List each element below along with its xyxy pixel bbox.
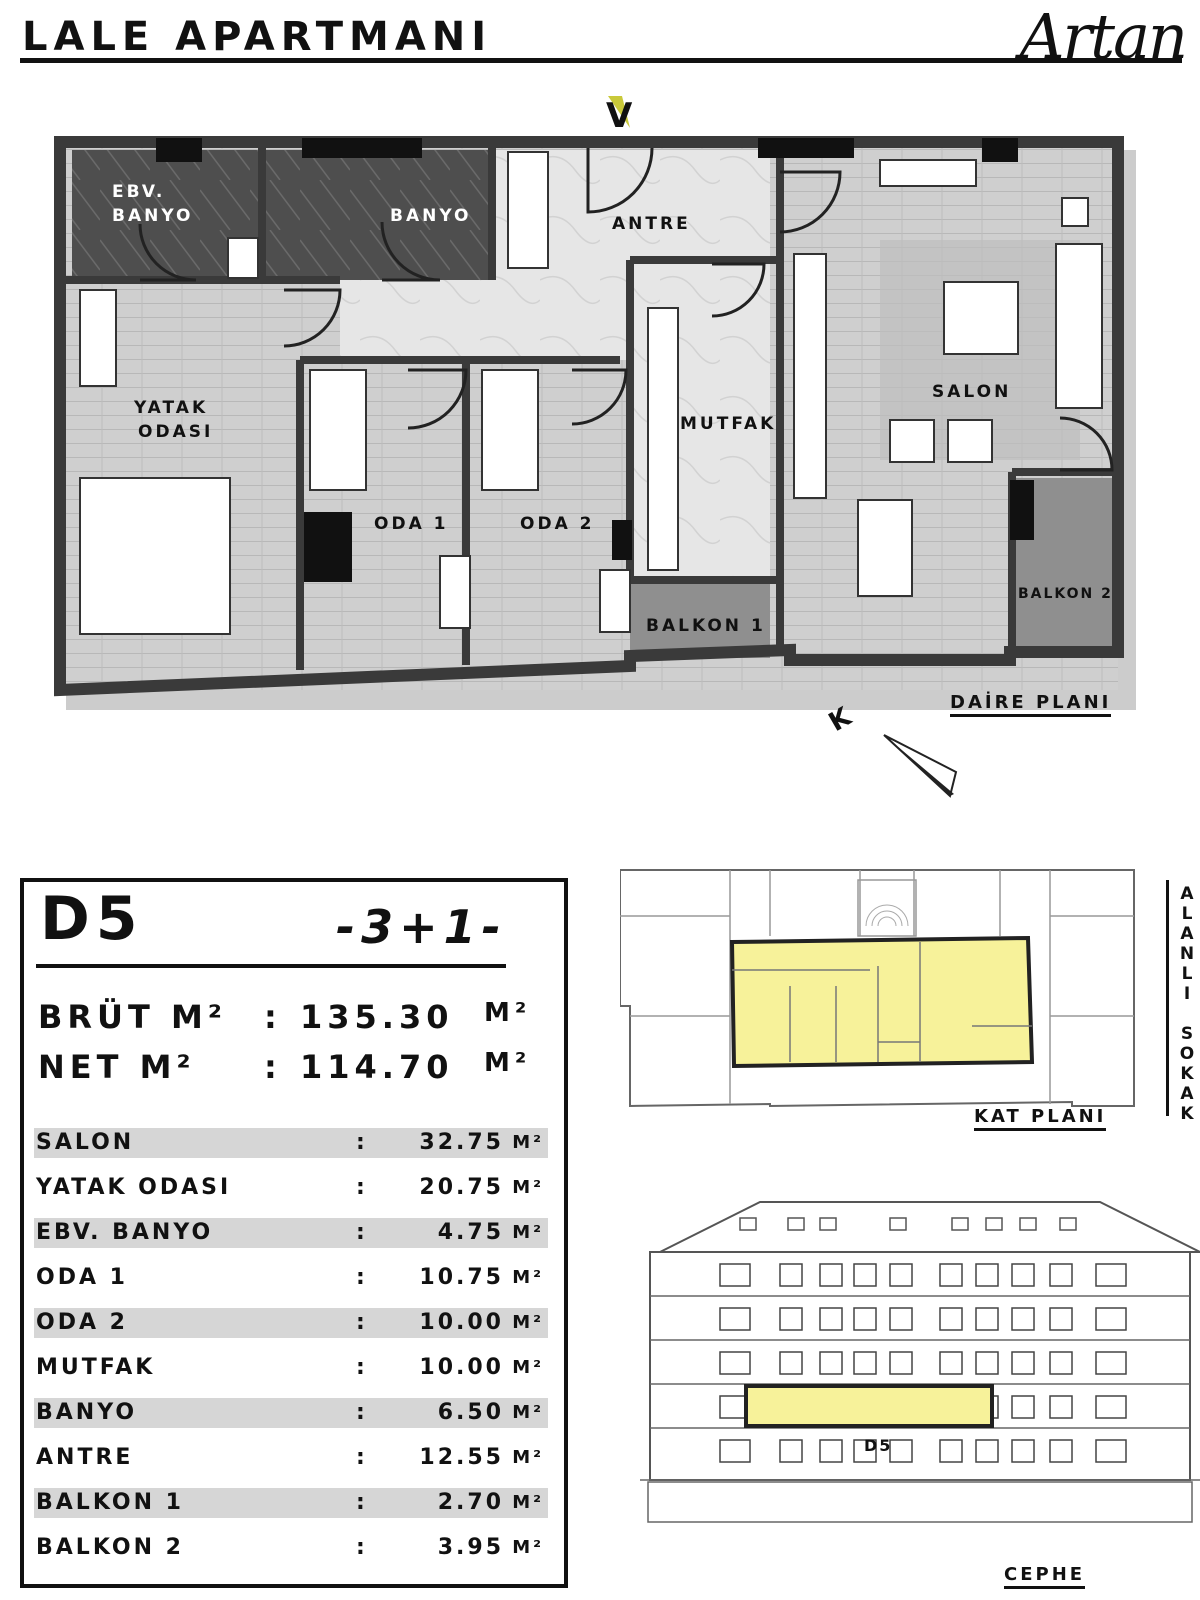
- brand-logo: Artan: [1019, 0, 1188, 73]
- room-row: MUTFAK: 10.00 M²: [34, 1353, 548, 1383]
- row-colon: :: [356, 1265, 368, 1290]
- row-colon: :: [356, 1220, 368, 1245]
- row-unit: M²: [512, 1402, 544, 1423]
- row-unit: M²: [512, 1177, 544, 1198]
- row-colon: :: [356, 1445, 368, 1470]
- row-unit: M²: [512, 1447, 544, 1468]
- cephe-drawing: [640, 1201, 1200, 1523]
- room-area: 3.95: [437, 1535, 504, 1560]
- room-area: 32.75: [419, 1130, 504, 1155]
- row-colon: :: [356, 1355, 368, 1380]
- net-area-colon: :: [264, 1048, 282, 1086]
- room-label-salon: SALON: [932, 382, 1012, 402]
- street-rule: [1166, 880, 1169, 1116]
- room-name: EBV. BANYO: [36, 1220, 214, 1245]
- room-row: EBV. BANYO: 4.75 M²: [34, 1218, 548, 1248]
- room-name: BALKON 2: [36, 1535, 184, 1560]
- room-name: BALKON 1: [36, 1490, 184, 1515]
- room-label-mutfak: MUTFAK: [680, 414, 777, 434]
- room-label-oda1: ODA 1: [374, 514, 449, 534]
- page-title: LALE APARTMANI: [22, 14, 493, 60]
- room-area: 10.75: [419, 1265, 504, 1290]
- kat-plani-caption: KAT PLANI: [974, 1106, 1107, 1131]
- room-label-yatak-1: YATAK: [134, 398, 209, 418]
- gross-area-value: 135.30: [300, 998, 454, 1036]
- net-area-value: 114.70: [300, 1048, 454, 1086]
- room-label-banyo: BANYO: [390, 206, 472, 226]
- kat-plani-highlight: [729, 935, 1035, 1069]
- row-colon: :: [356, 1310, 368, 1335]
- title-underline: [20, 58, 1182, 63]
- balkon-1-floor: [630, 578, 770, 658]
- row-unit: M²: [512, 1132, 544, 1153]
- plan-caption: DAİRE PLANI: [950, 692, 1112, 717]
- room-area: 20.75: [419, 1175, 504, 1200]
- room-row: BANYO: 6.50 M²: [34, 1398, 548, 1428]
- row-unit: M²: [512, 1492, 544, 1513]
- area-card: [20, 878, 568, 1588]
- room-row: YATAK ODASI: 20.75 M²: [34, 1173, 548, 1203]
- net-area-label: NET M²: [38, 1048, 196, 1086]
- kat-plani-drawing: [620, 869, 1135, 1108]
- room-row: ANTRE: 12.55 M²: [34, 1443, 548, 1473]
- room-area: 2.70: [437, 1490, 504, 1515]
- room-name: MUTFAK: [36, 1355, 156, 1380]
- row-colon: :: [356, 1130, 368, 1155]
- room-name: ODA 1: [36, 1265, 128, 1290]
- unit-layout: -3+1-: [336, 900, 507, 954]
- room-label-antre: ANTRE: [612, 214, 691, 234]
- row-unit: M²: [512, 1537, 544, 1558]
- unit-code: D5: [40, 884, 144, 954]
- room-name: YATAK ODASI: [36, 1175, 232, 1200]
- gross-area-colon: :: [264, 998, 282, 1036]
- room-label-yatak-2: ODASI: [138, 422, 214, 442]
- room-name: SALON: [36, 1130, 135, 1155]
- room-label-ebv-1: EBV.: [112, 182, 166, 202]
- banyo-floor: [264, 150, 492, 280]
- entry-marker: V: [606, 96, 636, 136]
- room-row: BALKON 2: 3.95 M²: [34, 1533, 548, 1563]
- row-unit: M²: [512, 1312, 544, 1333]
- floor-plan-drawing: [54, 96, 1136, 798]
- row-colon: :: [356, 1175, 368, 1200]
- gross-area-unit: M²: [484, 998, 532, 1028]
- room-row: BALKON 1: 2.70 M²: [34, 1488, 548, 1518]
- room-area: 4.75: [437, 1220, 504, 1245]
- cephe-caption: CEPHE: [1004, 1564, 1086, 1589]
- row-colon: :: [356, 1535, 368, 1560]
- row-colon: :: [356, 1400, 368, 1425]
- room-area: 12.55: [419, 1445, 504, 1470]
- gross-area-label: BRÜT M²: [38, 998, 227, 1036]
- room-name: ODA 2: [36, 1310, 128, 1335]
- room-name: ANTRE: [36, 1445, 134, 1470]
- room-row: SALON: 32.75 M²: [34, 1128, 548, 1158]
- room-row: ODA 1: 10.75 M²: [34, 1263, 548, 1293]
- cephe-highlight: [744, 1384, 994, 1428]
- row-unit: M²: [512, 1222, 544, 1243]
- room-area: 10.00: [419, 1310, 504, 1335]
- room-label-balkon2: BALKON 2: [1018, 586, 1113, 602]
- net-area-unit: M²: [484, 1048, 532, 1078]
- room-label-balkon1: BALKON 1: [646, 616, 766, 636]
- room-row: ODA 2: 10.00 M²: [34, 1308, 548, 1338]
- room-label-ebv-2: BANYO: [112, 206, 194, 226]
- room-area: 10.00: [419, 1355, 504, 1380]
- room-label-oda2: ODA 2: [520, 514, 595, 534]
- row-colon: :: [356, 1490, 368, 1515]
- unit-underline: [36, 964, 506, 968]
- room-area: 6.50: [437, 1400, 504, 1425]
- row-unit: M²: [512, 1357, 544, 1378]
- room-name: BANYO: [36, 1400, 138, 1425]
- cephe-unit-tag: D5: [864, 1436, 893, 1455]
- row-unit: M²: [512, 1267, 544, 1288]
